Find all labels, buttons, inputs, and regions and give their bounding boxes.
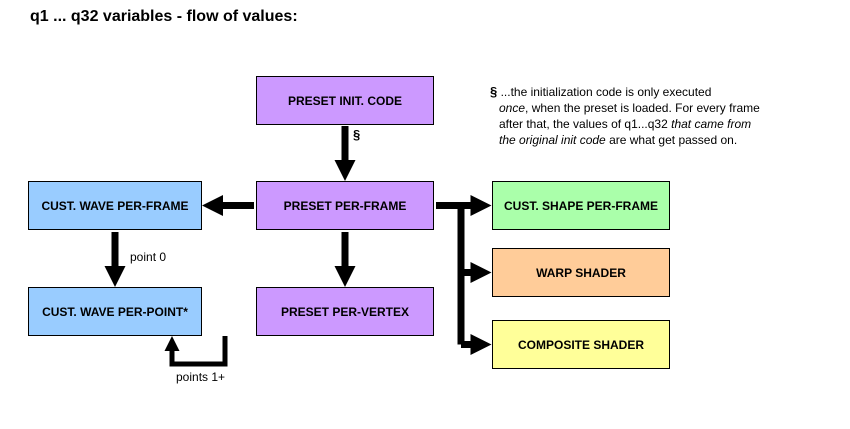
footnote-text: ...the initialization code is only execu… xyxy=(500,85,712,99)
footnote-line-3: after that, the values of q1...q32 that … xyxy=(499,116,812,132)
footnote: § ...the initialization code is only exe… xyxy=(490,84,812,148)
footnote-italic: the original init code xyxy=(499,133,606,147)
node-composite-shader: COMPOSITE SHADER xyxy=(492,320,670,369)
edge-label-section-symbol: § xyxy=(353,127,361,142)
footnote-text: are what get passed on. xyxy=(605,133,738,147)
node-preset-per-frame: PRESET PER-FRAME xyxy=(256,181,434,230)
footnote-line-1: § ...the initialization code is only exe… xyxy=(490,84,812,100)
arrow-perpoint-self-loop xyxy=(164,336,228,367)
node-label-cust-wave-per-point: CUST. WAVE PER-POINT* xyxy=(42,304,188,319)
node-label-preset-per-vertex: PRESET PER-VERTEX xyxy=(280,304,410,319)
node-label-preset-init-code: PRESET INIT. CODE xyxy=(287,93,403,108)
node-label-warp-shader: WARP SHADER xyxy=(536,265,626,280)
node-label-preset-per-frame: PRESET PER-FRAME xyxy=(283,198,407,213)
node-cust-wave-per-point: CUST. WAVE PER-POINT* xyxy=(28,287,202,336)
node-preset-init-code: PRESET INIT. CODE xyxy=(256,76,434,125)
node-preset-per-vertex: PRESET PER-VERTEX xyxy=(256,287,434,336)
node-label-cust-wave-per-frame: CUST. WAVE PER-FRAME xyxy=(41,198,189,213)
edge-label-points-1plus: points 1+ xyxy=(176,370,226,384)
node-label-cust-shape-per-frame: CUST. SHAPE PER-FRAME xyxy=(503,198,658,213)
footnote-text: after that, the values of q1...q32 xyxy=(499,117,672,131)
arrow-right-branch-trunk xyxy=(436,202,465,345)
footnote-italic: that came from xyxy=(671,117,752,131)
edge-label-point-0: point 0 xyxy=(130,250,167,264)
footnote-line-4: the original init code are what get pass… xyxy=(499,132,812,148)
page-title: q1 ... q32 variables - flow of values: xyxy=(30,8,298,25)
node-cust-wave-per-frame: CUST. WAVE PER-FRAME xyxy=(28,181,202,230)
node-label-composite-shader: COMPOSITE SHADER xyxy=(517,337,644,352)
footnote-italic: once xyxy=(499,101,526,115)
node-warp-shader: WARP SHADER xyxy=(492,248,670,297)
footnote-text: , when the preset is loaded. For every f… xyxy=(525,101,760,115)
footnote-line-2: once, when the preset is loaded. For eve… xyxy=(499,100,812,116)
section-symbol: § xyxy=(490,84,498,99)
node-cust-shape-per-frame: CUST. SHAPE PER-FRAME xyxy=(492,181,670,230)
